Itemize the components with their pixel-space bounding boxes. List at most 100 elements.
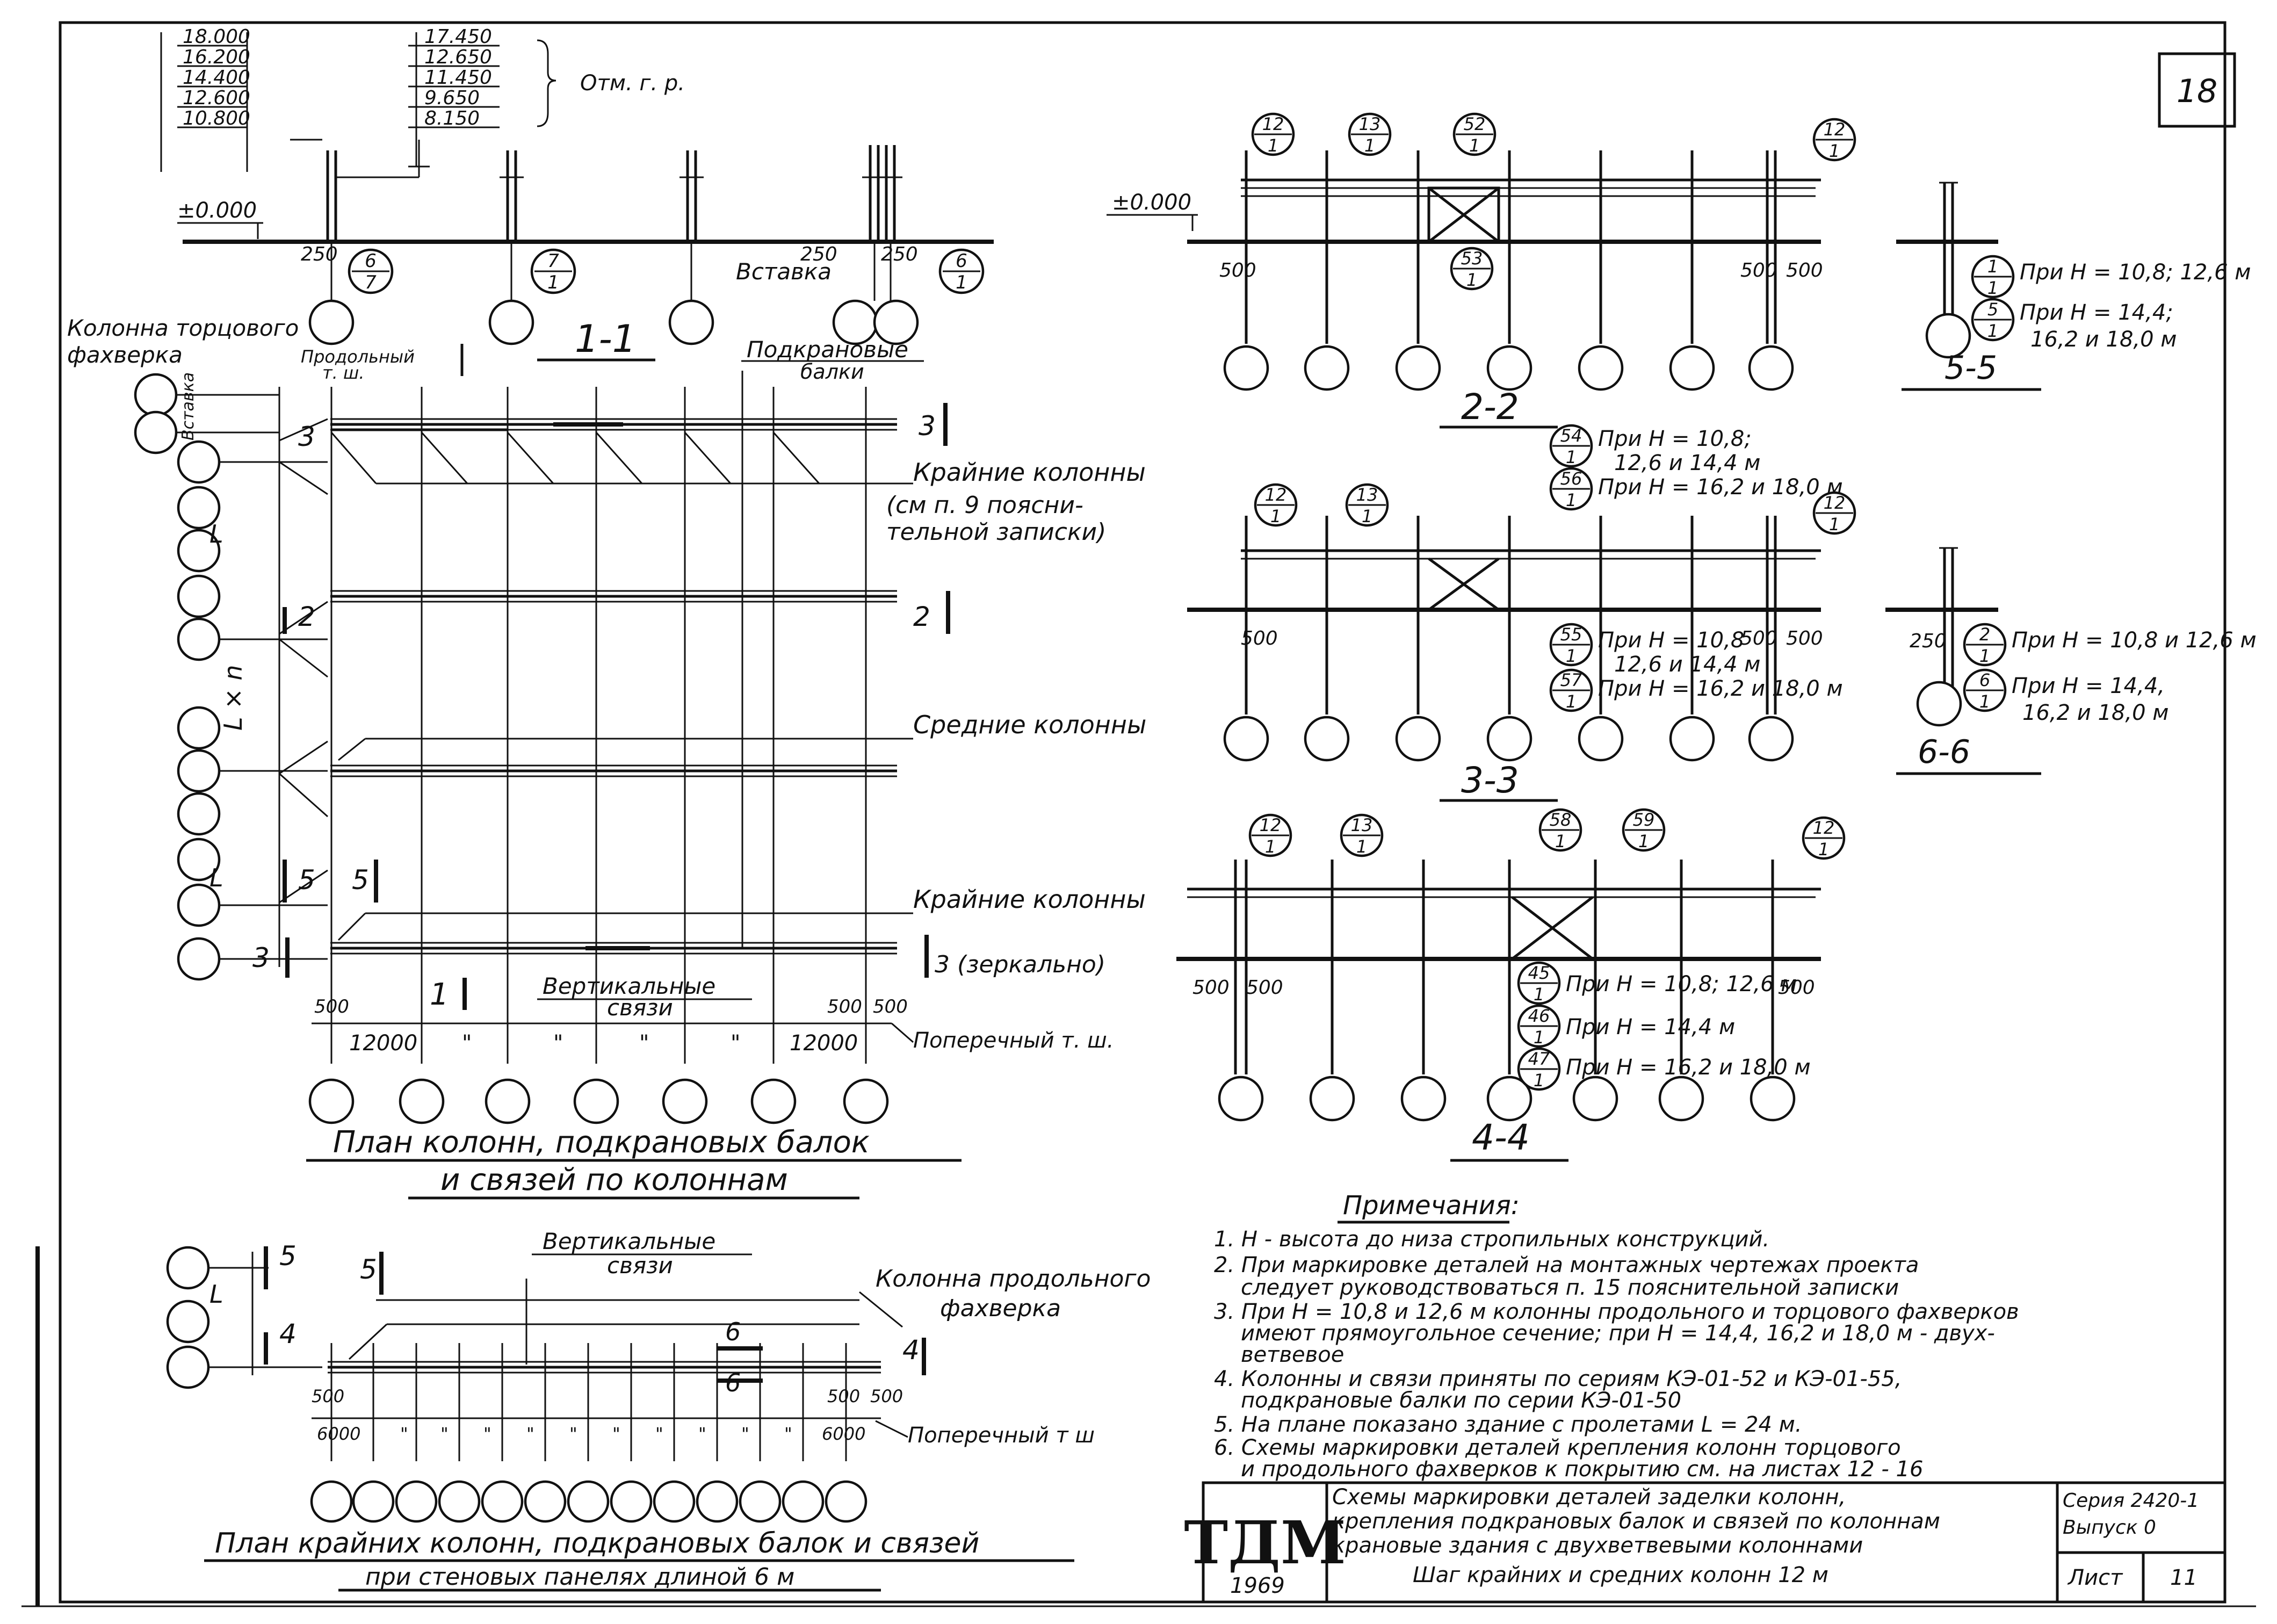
label-trans-ts-p2: Поперечный т ш (908, 1423, 1095, 1448)
dim-250-6: 250 (1910, 630, 1947, 652)
svg-text:1: 1 (547, 272, 559, 293)
svg-text:1: 1 (1268, 135, 1278, 156)
svg-text:": " (655, 1424, 663, 1444)
note-4: 4. Колонны и связи приняты по сериям КЭ-… (1214, 1367, 1902, 1391)
section-title-2-2: 2-2 (1461, 386, 1519, 428)
ref-52-1: 521 (1452, 112, 1497, 156)
sec-mark-6-p2: 6 (725, 1317, 741, 1346)
svg-text:12: 12 (1813, 818, 1835, 838)
dim-500-3b: 500 (1740, 627, 1777, 649)
sheet-frame (59, 21, 2227, 1604)
note-47: При Н = 16,2 и 18,0 м (1566, 1055, 1811, 1080)
dim-l: L (209, 519, 223, 548)
dim-500-r2: 500 (873, 996, 908, 1017)
svg-text:1: 1 (1270, 506, 1281, 526)
label-long-col-2-p2: фахверка (940, 1295, 1061, 1322)
sec-mark-3b: 3 (919, 410, 936, 442)
note-6-6-2: При Н = 10,8 и 12,6 м (2012, 628, 2257, 653)
svg-text:": " (784, 1424, 792, 1444)
dim-500-p2-r1: 500 (827, 1386, 860, 1406)
sheet-num: 11 (2170, 1565, 2198, 1590)
svg-text:1: 1 (1566, 691, 1577, 712)
label-long-ts-2: т. ш. (322, 363, 364, 383)
svg-text:6: 6 (956, 250, 967, 272)
note-57: При Н = 16,2 и 18,0 м (1598, 676, 1843, 701)
sheet-number: 18 (2177, 73, 2217, 110)
plan2-title-2: при стеновых панелях длиной 6 м (365, 1563, 794, 1591)
note-55: При Н = 10,8 (1598, 628, 1744, 653)
svg-text:1: 1 (1566, 646, 1577, 666)
label-insert-v: Вставка (179, 372, 198, 441)
svg-text:1: 1 (1987, 321, 1998, 341)
detail-ref-6-7: 6 7 (348, 248, 394, 294)
svg-text:": " (741, 1424, 749, 1444)
axis-bubble (488, 299, 534, 345)
dim-500-p2-l: 500 (312, 1386, 344, 1406)
note-5: 5. На плане показано здание с пролетами … (1214, 1412, 1802, 1437)
section-3-3: 500 500 500 121 131 541 561 121 551 571 … (1187, 424, 1856, 802)
label-note-ref-2: тельной записки) (886, 518, 1106, 546)
dim-l-2: L (209, 863, 223, 892)
edge-column-plan: L 5 5 4 4 Вертикальные связи Колонна про… (166, 1228, 1151, 1592)
svg-text:1: 1 (1987, 278, 1998, 298)
label-long-ts: Продольный (301, 347, 415, 367)
svg-text:1: 1 (1979, 691, 1990, 712)
svg-text:1: 1 (1356, 836, 1367, 857)
note-6-6-6: При Н = 14,4, (2012, 674, 2165, 698)
section-1-1: ±0.000 250 250 250 (177, 139, 994, 362)
dim-250: 250 (301, 243, 338, 265)
label-long-col-p2: Колонна продольного (876, 1265, 1151, 1293)
label-trans-ts: Поперечный т. ш. (913, 1028, 1114, 1053)
zero-mark-2: ±0.000 (1112, 190, 1191, 215)
ref-13-1: 131 (1348, 112, 1392, 156)
dim-12000-r: 12000 (790, 1031, 858, 1056)
dim-500-3a: 500 (1241, 627, 1278, 649)
svg-text:55: 55 (1560, 624, 1582, 645)
note-3b: имеют прямоугольное сечение; при Н = 14,… (1241, 1321, 1995, 1346)
dim-500-4c: 500 (1778, 977, 1815, 999)
sec-mark-3: 3 (298, 421, 315, 452)
desc-4: Шаг крайних и средних колонн 12 м (1413, 1563, 1828, 1587)
label-crane-beams: Подкрановые (747, 336, 908, 363)
sec-mark-2b: 2 (913, 601, 930, 632)
sec-mark-5b: 5 (352, 864, 369, 896)
svg-text:6: 6 (365, 250, 377, 272)
note-56: При Н = 16,2 и 18,0 м (1598, 475, 1843, 500)
svg-text:1: 1 (1566, 490, 1577, 510)
svg-text:1: 1 (1534, 1070, 1544, 1091)
svg-text:": " (569, 1424, 577, 1444)
dim-6000-r: 6000 (822, 1424, 865, 1444)
mirror-label: 3 (зеркально) (935, 951, 1105, 978)
elev-right-0: 17.450 (424, 26, 492, 48)
beam-row-2 (330, 590, 897, 603)
issue: Выпуск 0 (2063, 1517, 2156, 1539)
note-6-6-6b: 16,2 и 18,0 м (2022, 701, 2168, 725)
label-vert-braces-p2: Вертикальные (543, 1228, 715, 1254)
note-46: При Н = 14,4 м (1566, 1015, 1735, 1040)
axis-bubble (668, 299, 714, 345)
dim-500-l: 500 (314, 996, 349, 1017)
svg-text:57: 57 (1560, 670, 1582, 690)
dim-500-4b: 500 (1246, 977, 1283, 999)
dim-250: 250 (800, 243, 837, 265)
note-5-5-5: При Н = 14,4; (2020, 300, 2173, 325)
svg-text:46: 46 (1528, 1006, 1550, 1026)
note-5-5-5b: 16,2 и 18,0 м (2030, 327, 2177, 352)
sec-mark-4b-p2: 4 (902, 1334, 920, 1366)
note-54: При Н = 10,8; (1598, 427, 1752, 451)
svg-text:": " (483, 1424, 491, 1444)
svg-text:1: 1 (1987, 256, 1998, 277)
svg-text:7: 7 (365, 272, 377, 293)
desc-2: крепления подкрановых балок и связей по … (1332, 1509, 1940, 1534)
dim-500-r1: 500 (827, 996, 862, 1017)
plan-title-2: и связей по колоннам (440, 1163, 788, 1197)
notes: Примечания: 1. Н - высота до низа стропи… (1214, 1190, 2019, 1482)
elev-left-2: 14.400 (183, 67, 250, 89)
elev-left-rows: 18.000 16.200 14.400 12.600 10.800 (177, 26, 250, 129)
dim-6000-l: 6000 (317, 1424, 360, 1444)
elev-right-1: 12.650 (424, 46, 492, 68)
section-title-4-4: 4-4 (1472, 1117, 1530, 1158)
svg-text:13: 13 (1356, 485, 1378, 505)
label-end-col: Колонна торцового (67, 315, 299, 341)
sec-mark-2: 2 (298, 601, 315, 632)
